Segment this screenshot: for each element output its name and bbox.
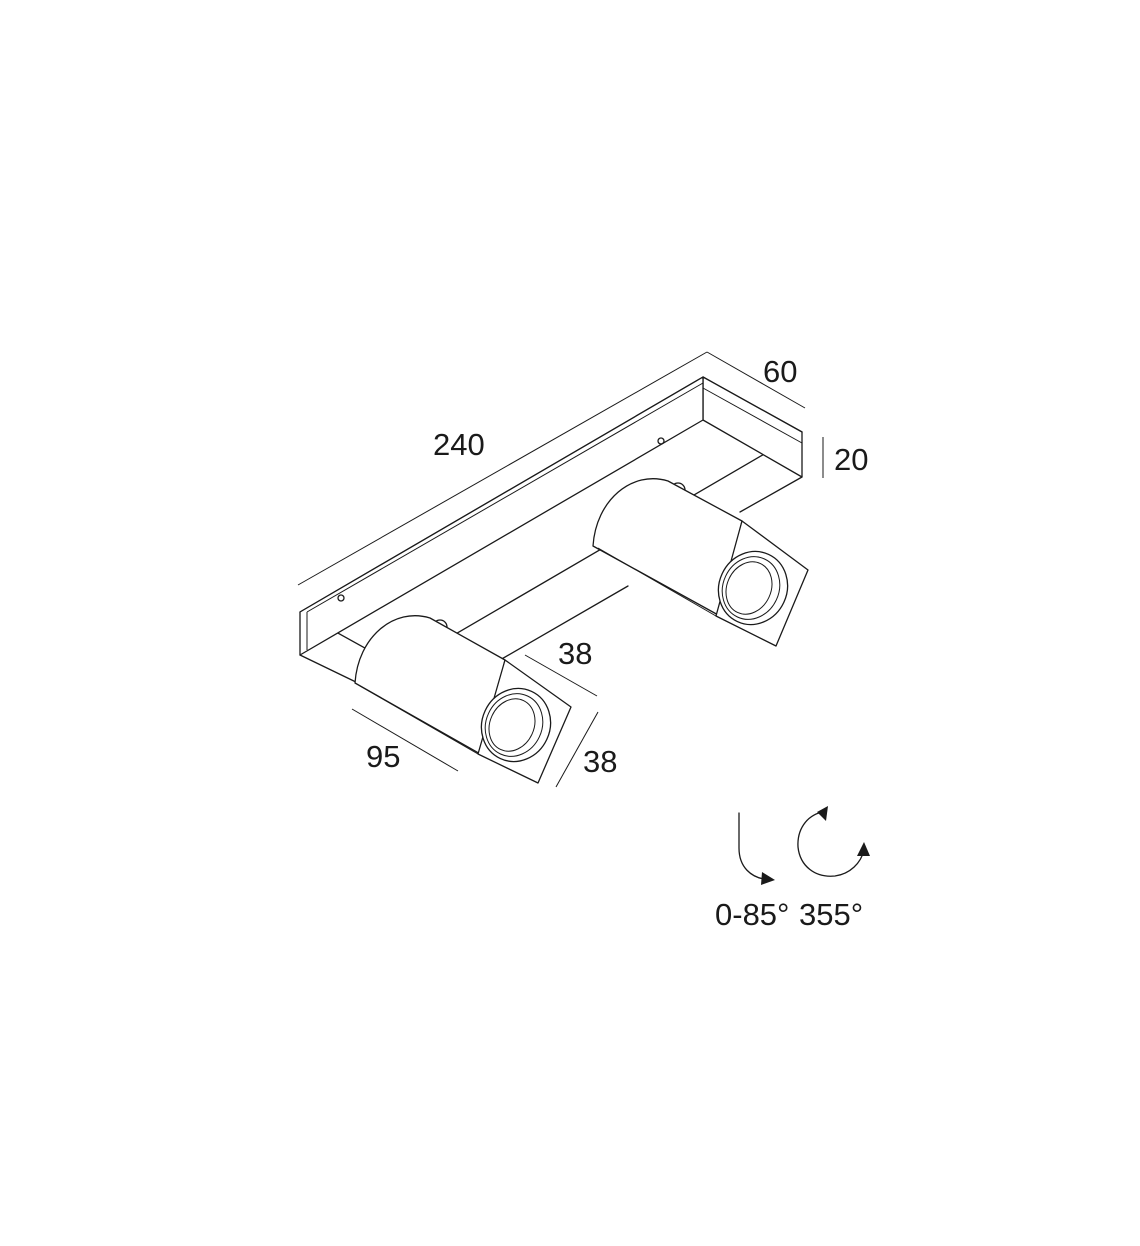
- screw-hole-left: [337, 594, 345, 602]
- dim-head-length-label: 95: [366, 739, 400, 774]
- spot-head-right: [592, 478, 809, 647]
- tilt-arrow-icon: [738, 812, 775, 885]
- base-bar: [299, 376, 803, 685]
- tilt-range-label: 0-85°: [715, 897, 789, 932]
- rotate-range-label: 355°: [799, 897, 863, 932]
- dim-height-label: 20: [834, 442, 868, 477]
- dim-depth-label: 60: [763, 354, 797, 389]
- rotate-arrow-icon: [797, 806, 870, 877]
- dim-head-width-label: 38: [558, 636, 592, 671]
- dim-length-label: 240: [433, 427, 485, 462]
- dim-head-height-label: 38: [583, 744, 617, 779]
- screw-hole-right: [657, 437, 665, 445]
- spot-head-left: [354, 615, 572, 784]
- dimension-lines: [297, 351, 824, 788]
